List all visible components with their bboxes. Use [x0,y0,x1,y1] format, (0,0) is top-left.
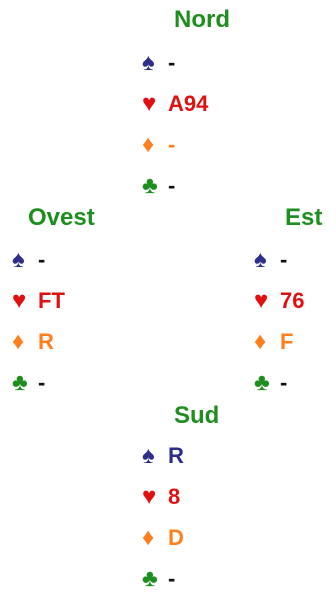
west-diamonds-row: ♦R [12,327,65,368]
west-spades-row: ♠- [12,245,65,286]
west-spades-cards: - [38,247,46,272]
south-diamonds-cards: D [168,525,184,550]
heart-icon: ♥ [142,483,157,510]
south-spades-cards: R [168,443,184,468]
diamond-icon: ♦ [142,131,155,158]
west-clubs-row: ♣- [12,368,65,409]
east-diamonds-row: ♦F [254,327,304,368]
west-diamonds-cards: R [38,329,54,354]
south-diamonds-row: ♦D [142,523,184,564]
heart-icon: ♥ [142,90,157,117]
north-spades-cards: - [168,50,176,75]
diamond-icon: ♦ [12,328,25,355]
north-player-name: Nord [174,6,230,33]
south-clubs-cards: - [168,566,176,591]
north-spades-row: ♠- [142,48,208,89]
west-hand: ♠- ♥FT ♦R ♣- [12,245,65,409]
club-icon: ♣ [142,172,158,199]
north-clubs-row: ♣- [142,171,208,212]
north-hearts-row: ♥ A94 [142,89,208,130]
north-diamonds-row: ♦- [142,130,208,171]
north-clubs-cards: - [168,173,176,198]
spade-icon: ♠ [142,442,155,469]
spade-icon: ♠ [142,49,155,76]
club-icon: ♣ [254,369,270,396]
club-icon: ♣ [12,369,28,396]
south-hand: ♠R ♥8 ♦D ♣- [142,441,184,605]
east-spades-cards: - [280,247,288,272]
west-clubs-cards: - [38,370,46,395]
south-hearts-row: ♥8 [142,482,184,523]
diamond-icon: ♦ [254,328,267,355]
east-diamonds-cards: F [280,329,294,354]
north-hand: ♠- ♥A94 ♦- ♣- [142,48,208,212]
west-player-name: Ovest [28,204,95,231]
south-spades-row: ♠R [142,441,184,482]
east-player-name: Est [285,204,323,231]
west-hearts-cards: FT [38,288,65,313]
east-clubs-cards: - [280,370,288,395]
spade-icon: ♠ [12,246,25,273]
west-hearts-row: ♥ FT [12,286,65,327]
east-hearts-row: ♥ 76 [254,286,304,327]
east-spades-row: ♠- [254,245,304,286]
east-hearts-cards: 76 [280,288,305,313]
east-clubs-row: ♣- [254,368,304,409]
spade-icon: ♠ [254,246,267,273]
south-player-name: Sud [174,402,220,429]
south-hearts-cards: 8 [168,484,181,509]
diamond-icon: ♦ [142,524,155,551]
north-hearts-cards: A94 [168,91,209,116]
heart-icon: ♥ [12,287,27,314]
east-hand: ♠- ♥76 ♦F ♣- [254,245,304,409]
south-clubs-row: ♣- [142,564,184,605]
north-diamonds-cards: - [168,132,176,157]
heart-icon: ♥ [254,287,269,314]
club-icon: ♣ [142,565,158,592]
